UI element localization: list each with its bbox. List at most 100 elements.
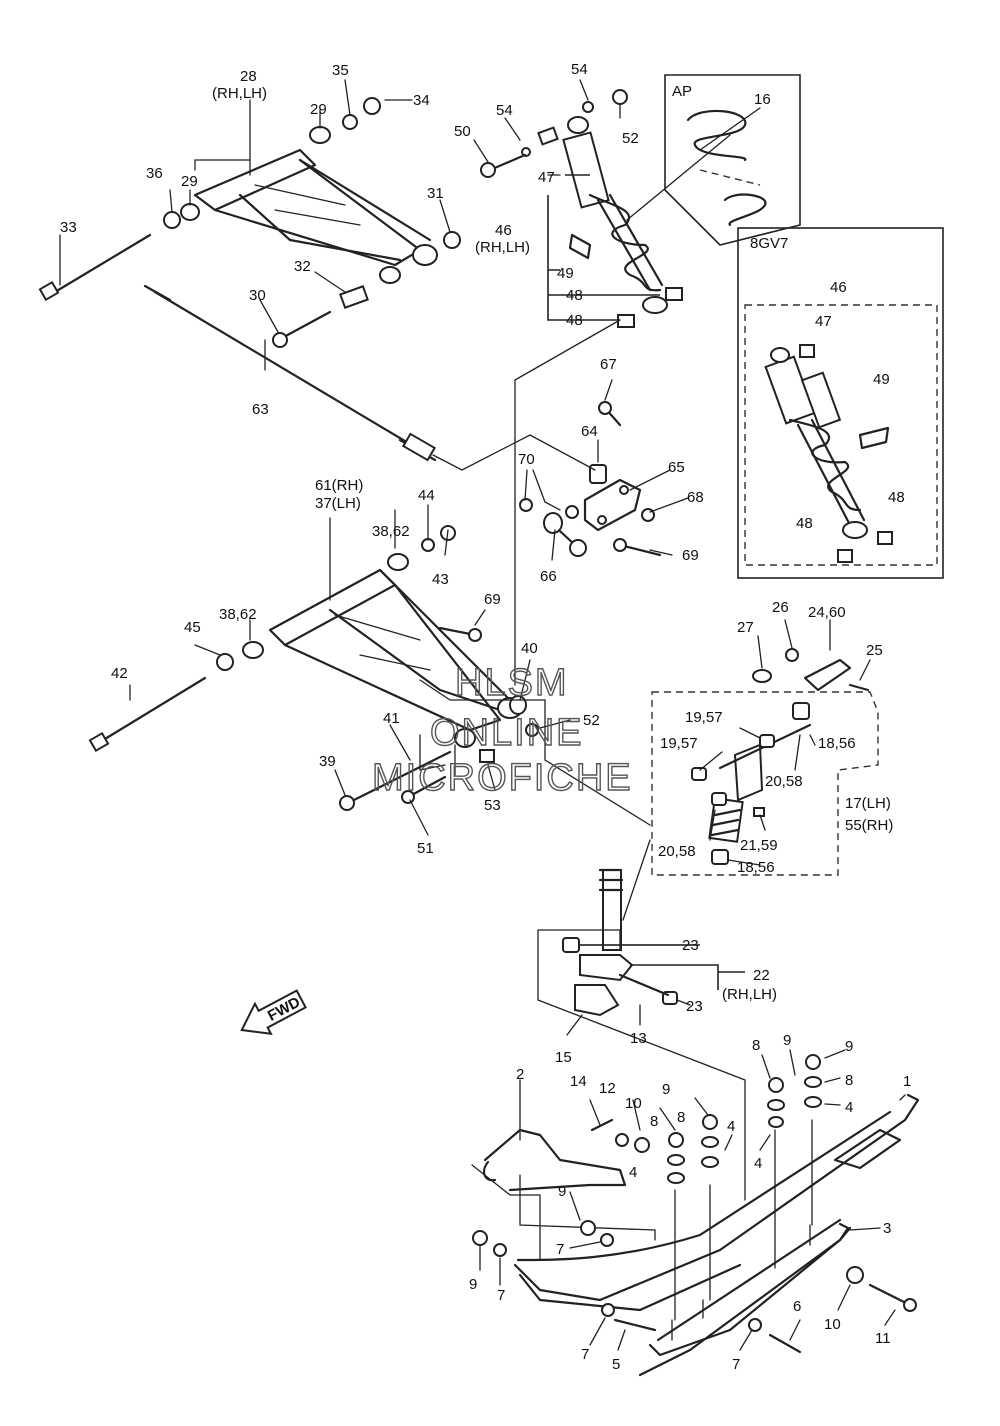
- callout-50: 50: [454, 123, 471, 140]
- runner-3: [638, 1226, 852, 1377]
- callout-31: 31: [427, 185, 444, 202]
- nut-34: [363, 97, 381, 115]
- callout-40: 40: [521, 640, 538, 657]
- shock-absorber-46: [562, 116, 668, 314]
- bracket-46-lines: [547, 174, 660, 321]
- collar-53: [479, 749, 495, 763]
- ski: [471, 1093, 920, 1357]
- callout-52a: 52: [622, 130, 639, 147]
- gv7-label-48a: 48: [888, 489, 905, 506]
- bolt-69: [438, 626, 482, 642]
- callout-43: 43: [432, 571, 449, 588]
- gv7-inset: [737, 227, 944, 579]
- callout-10a: 10: [625, 1095, 642, 1112]
- callout-11: 11: [875, 1330, 891, 1347]
- collar-54: [521, 101, 594, 157]
- callout-2: 2: [516, 1066, 524, 1083]
- callout-29b: 29: [181, 173, 198, 190]
- fwd-arrow: FWD: [240, 989, 307, 1036]
- bolt-50: [480, 153, 527, 178]
- callout-4a: 4: [727, 1118, 735, 1135]
- leader-63-link: [432, 319, 621, 686]
- callout-9d: 9: [558, 1183, 566, 1200]
- callout-4b: 4: [629, 1164, 637, 1181]
- gv7-label-49: 49: [873, 371, 890, 388]
- callout-37: 37(LH): [315, 495, 361, 512]
- callout-65: 65: [668, 459, 685, 476]
- callout-9b: 9: [783, 1032, 791, 1049]
- callout-6: 6: [793, 1298, 801, 1315]
- callout-63: 63: [252, 401, 269, 418]
- callouts: 28 (RH,LH) 35 34 29 29 36 31 33 32 30 63…: [60, 61, 911, 1373]
- callout-8a: 8: [650, 1113, 658, 1130]
- gv7-label-46: 46: [830, 279, 847, 296]
- bolt-33: [38, 233, 152, 302]
- callout-2159: 21,59: [740, 837, 778, 854]
- callout-46: 46: [495, 222, 512, 239]
- callout-1: 1: [903, 1073, 911, 1090]
- callout-34: 34: [413, 92, 430, 109]
- callout-28: 28: [240, 68, 257, 85]
- callout-69a: 69: [682, 547, 699, 564]
- callout-7d: 7: [732, 1356, 740, 1373]
- ap-inset-title: AP: [672, 83, 692, 100]
- callout-4d: 4: [754, 1155, 762, 1172]
- callout-3862a: 38,62: [372, 523, 410, 540]
- ski-hardware: [472, 1054, 917, 1354]
- callout-8d: 8: [845, 1072, 853, 1089]
- callout-26: 26: [772, 599, 789, 616]
- callout-42: 42: [111, 665, 128, 682]
- callout-7a: 7: [556, 1241, 564, 1258]
- callout-1856a: 18,56: [818, 735, 856, 752]
- link-assembly: [519, 401, 662, 557]
- leaders: [59, 79, 906, 1351]
- callout-61: 61(RH): [315, 477, 363, 494]
- callout-54a: 54: [571, 61, 588, 78]
- callout-45: 45: [184, 619, 201, 636]
- callout-17: 17(LH): [845, 795, 891, 812]
- nut-52: [612, 89, 628, 105]
- callout-25: 25: [866, 642, 883, 659]
- washer-45: [216, 641, 264, 671]
- bolt-42: [88, 676, 207, 753]
- collar-32: [339, 285, 369, 309]
- callout-53: 53: [484, 797, 501, 814]
- upper-a-arm: [193, 148, 438, 284]
- bolt-51: [401, 775, 447, 804]
- callout-41: 41: [383, 710, 400, 727]
- gv7-inset-title: 8GV7: [750, 235, 788, 252]
- watermark-line1: HLSM: [455, 662, 569, 704]
- bolt-39: [339, 750, 452, 811]
- callout-22-sub: (RH,LH): [722, 986, 777, 1003]
- callout-2460: 24,60: [808, 604, 846, 621]
- nut-31: [443, 231, 461, 249]
- callout-3: 3: [883, 1220, 891, 1237]
- nut-52b: [525, 723, 539, 737]
- callout-14: 14: [570, 1073, 587, 1090]
- callout-69b: 69: [484, 591, 501, 608]
- callout-9e: 9: [469, 1276, 477, 1293]
- bushing-48: [617, 287, 683, 328]
- callout-5: 5: [612, 1356, 620, 1373]
- callout-10b: 10: [824, 1316, 841, 1333]
- callout-52b: 52: [583, 712, 600, 729]
- watermark-line2: ONLINE: [430, 712, 583, 754]
- callout-9c: 9: [845, 1038, 853, 1055]
- callout-1957a: 19,57: [685, 709, 723, 726]
- callout-70: 70: [518, 451, 535, 468]
- callout-1856b: 18,56: [737, 859, 775, 876]
- callout-23a: 23: [682, 937, 699, 954]
- callout-2058a: 20,58: [765, 773, 803, 790]
- spindle-assembly: [651, 648, 879, 876]
- callout-46-sub: (RH,LH): [475, 239, 530, 256]
- clip-49: [568, 233, 592, 260]
- callout-2058b: 20,58: [658, 843, 696, 860]
- callout-15: 15: [555, 1049, 572, 1066]
- callout-3862b: 38,62: [219, 606, 257, 623]
- callout-1957b: 19,57: [660, 735, 698, 752]
- callout-32: 32: [294, 258, 311, 275]
- gv7-label-48b: 48: [796, 515, 813, 532]
- callout-47: 47: [538, 169, 555, 186]
- watermark: HLSM ONLINE MICROFICHE: [371, 661, 631, 799]
